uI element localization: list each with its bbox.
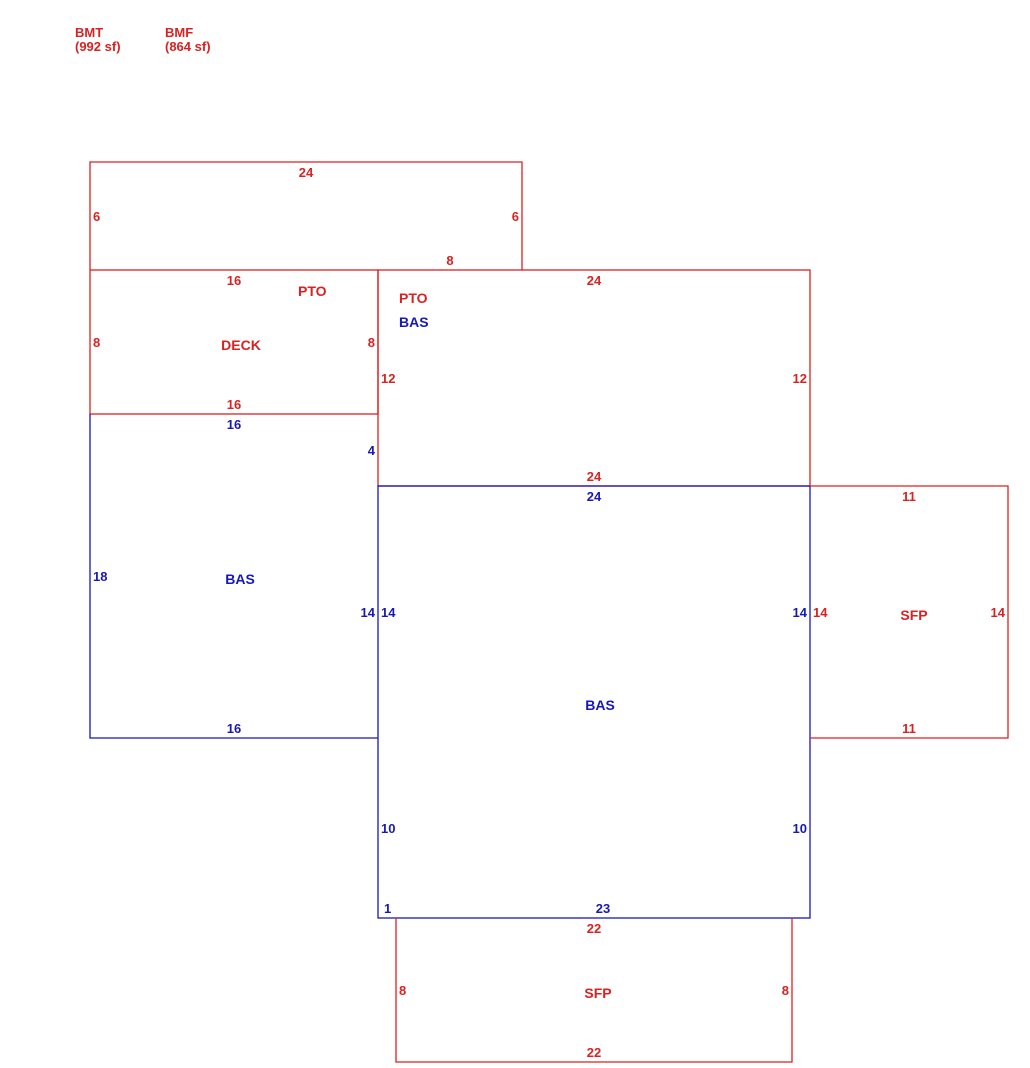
dim-top-extension-right: 6 [512,209,519,224]
dim-bas-main-left: 14 [381,605,396,620]
dim-pto-upper-bottom: 24 [587,469,602,484]
legend: BMT (992 sf) BMF (864 sf) [75,25,211,54]
dim-bas-left-top: 16 [227,417,241,432]
sfp-bottom-outline [395,918,793,1063]
legend-code-bmf: BMF [165,25,193,40]
dim-sfp-right-right: 14 [991,605,1006,620]
dim-bas-main-lower-left: 10 [381,821,395,836]
sfp-bottom-label: SFP [584,985,611,1001]
dim-bas-main-bottom: 23 [596,901,610,916]
bas-main-outline [377,485,811,919]
top-extension-area: 24 6 6 8 [89,161,523,270]
deck-label: DECK [221,337,261,353]
sfp-right-label: SFP [900,607,927,623]
dim-top-extension-left: 6 [93,209,100,224]
dim-bas-left-left: 18 [93,569,107,584]
dim-bas-main-lower-right: 10 [793,821,807,836]
legend-code-bmt: BMT [75,25,103,40]
bas-main-label: BAS [585,697,615,713]
dim-sfp-bottom-bottom: 22 [587,1045,601,1060]
sfp-bottom-area: 22 8 SFP 8 22 [395,918,793,1063]
dim-pto-upper-right: 12 [793,371,807,386]
top-extension-outline [89,161,523,270]
dim-bas-main-step: 1 [384,901,391,916]
dim-top-extension-bottom: 8 [446,253,453,268]
sfp-right-area: 11 14 SFP 14 11 [810,485,1009,739]
bas-upper-label: BAS [399,314,429,330]
dim-bas-main-right: 14 [793,605,808,620]
bas-left-label: BAS [225,571,255,587]
dim-bas-left-step: 4 [368,443,376,458]
dim-pto-upper-top: 24 [587,273,602,288]
legend-area-bmt: (992 sf) [75,39,121,54]
dim-bas-left-right: 14 [361,605,376,620]
dim-sfp-bottom-right: 8 [782,983,789,998]
dim-deck-top: 16 [227,273,241,288]
sfp-right-outline [810,485,1009,739]
dim-sfp-bottom-left: 8 [399,983,406,998]
dim-sfp-right-top: 11 [902,489,916,504]
dim-bas-main-top: 24 [587,489,602,504]
dim-deck-left: 8 [93,335,100,350]
legend-area-bmf: (864 sf) [165,39,211,54]
pto-upper-area: 24 PTO BAS 12 12 24 [377,269,811,487]
dim-sfp-bottom-top: 22 [587,921,601,936]
bas-left-area: 16 4 18 BAS 14 16 [89,414,378,739]
bas-main-area: 24 14 14 BAS 10 10 1 23 [377,485,811,919]
dim-deck-right: 8 [368,335,375,350]
dim-bas-left-bottom: 16 [227,721,241,736]
dim-sfp-right-bottom: 11 [902,721,916,736]
pto-upper-label: PTO [399,290,428,306]
deck-pto-label: PTO [298,283,327,299]
bas-left-outline [89,414,378,739]
dim-sfp-right-left: 14 [813,605,828,620]
deck-area: 16 PTO DECK 8 8 16 [89,269,379,415]
dim-pto-upper-left: 12 [381,371,395,386]
dim-deck-bottom: 16 [227,397,241,412]
pto-upper-outline [377,269,811,487]
dim-top-extension-top: 24 [299,165,314,180]
